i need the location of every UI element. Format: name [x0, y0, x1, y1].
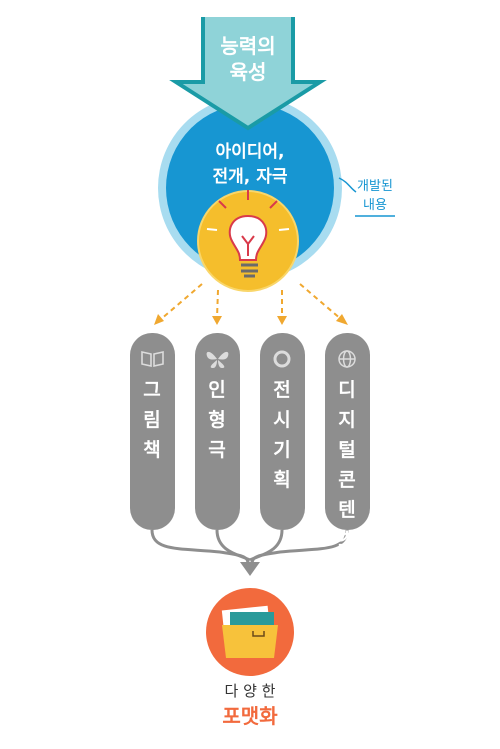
down-arrow: [169, 17, 327, 131]
side-label-line2: 내용: [363, 198, 387, 213]
dashed-arrowheads: [154, 314, 348, 325]
globe-icon: [338, 350, 356, 368]
circle-text: 아이디어, 전개, 자극: [180, 140, 320, 190]
pill-puppet: [195, 333, 240, 530]
side-label-line1: 개발된: [357, 179, 393, 194]
circle-line1: 아이디어,: [215, 142, 285, 162]
bottom-line2: 포맷화: [222, 704, 278, 728]
book-icon: [141, 351, 164, 367]
arrow-text: 능력의 육성: [203, 33, 293, 85]
pill-label-puppet: 인형극: [208, 379, 226, 461]
arrow-line1: 능력의: [220, 34, 276, 58]
pill-picturebook: [130, 333, 175, 530]
pill-label-picturebook: 그림책: [143, 379, 161, 461]
merge-arrowhead: [240, 562, 260, 576]
pill-label-exhibition: 전시기획: [273, 379, 291, 491]
folder-icon: [206, 588, 294, 676]
pill-label-digital: 디지털콘텐츠: [338, 379, 356, 551]
arrow-line2: 육성: [229, 60, 267, 84]
pill-digital: [325, 333, 370, 530]
side-label: 개발된 내용: [352, 177, 398, 215]
side-label-connector: [338, 177, 357, 193]
dashed-arrows: [159, 283, 343, 321]
lightbulb-icon: [197, 190, 299, 292]
circle-line2: 전개, 자극: [212, 167, 288, 187]
aperture-icon: [273, 350, 291, 368]
bottom-line1: 다 양 한: [224, 682, 276, 700]
butterfly-icon: [206, 351, 229, 368]
merge-connectors: [150, 529, 349, 564]
pill-exhibition: [260, 333, 305, 530]
